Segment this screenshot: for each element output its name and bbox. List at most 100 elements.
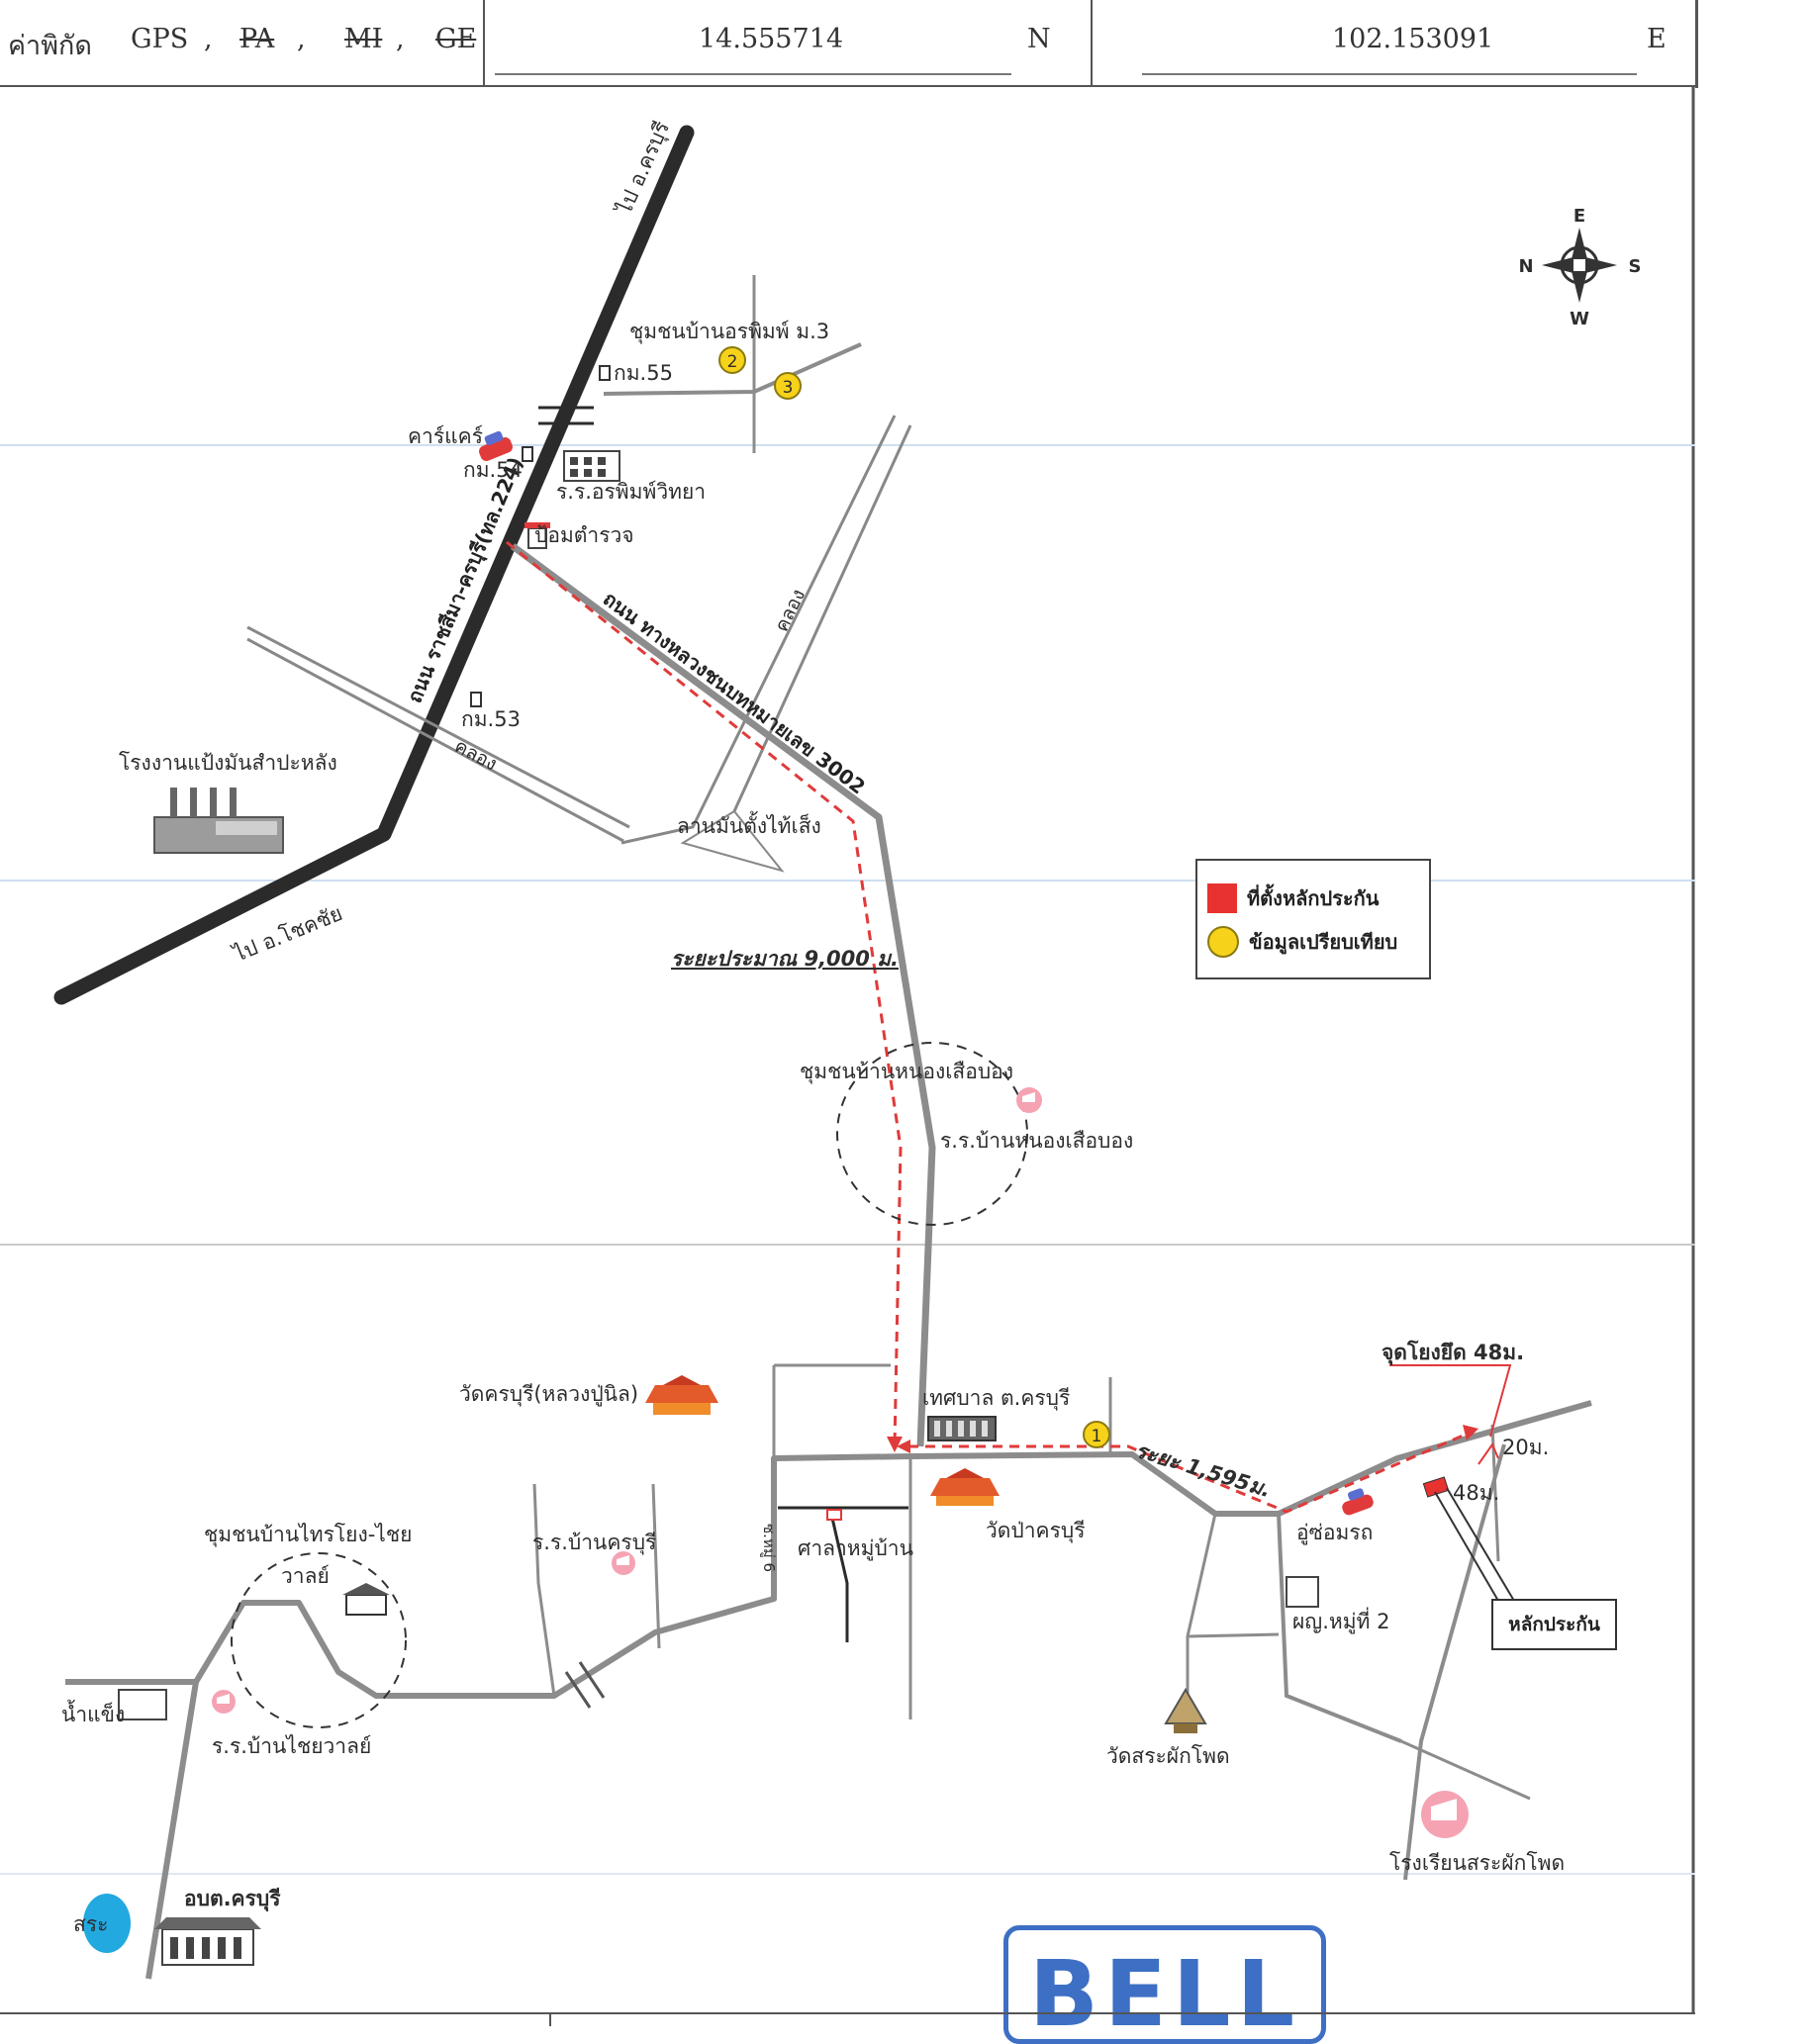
lane — [1277, 1513, 1402, 1743]
coordinate-type-cell: ค่าพิกัด GPS , PA , MI , GE — [0, 0, 485, 85]
separator: , — [204, 24, 213, 54]
school-flag-icon — [612, 1551, 635, 1575]
svg-text:2: 2 — [727, 352, 738, 372]
label-school-onphim: ร.ร.อรพิมพ์วิทยา — [556, 480, 706, 504]
callout-leader — [1446, 1487, 1515, 1602]
comparison-marker-2: 2 — [718, 346, 746, 374]
sala-lane — [829, 1513, 849, 1642]
location-map: 1 2 3 E W N S ไป อ.ครบุรี ไป อ.โชคชัย ถน… — [0, 87, 1695, 2012]
ge-option-struck: GE — [435, 24, 477, 54]
lane — [1187, 1632, 1280, 1638]
lane-collateral — [1403, 1443, 1506, 1881]
road-khonburi-west — [65, 1453, 911, 1699]
latitude-value: 14.555714 — [699, 24, 844, 54]
canal-diagonal-1 — [620, 415, 897, 845]
latitude-direction: N — [1027, 24, 1051, 54]
municipality-building-icon — [927, 1416, 997, 1441]
route-dashed — [506, 540, 903, 1447]
lane — [1400, 1739, 1531, 1801]
km-post-icon — [522, 446, 533, 462]
label-20m: 20ม. — [1502, 1436, 1549, 1459]
temple-icon — [930, 1468, 1000, 1506]
separator: , — [297, 24, 306, 54]
label-ice: น้ำแข็ง — [61, 1700, 125, 1726]
coordinate-label: ค่าพิกัด — [8, 31, 92, 61]
label-community-saiyo: ชุมชนบ้านไทรโยง-ไชย — [204, 1523, 412, 1547]
school-flag-icon — [1016, 1087, 1042, 1113]
temple-icon — [645, 1375, 718, 1415]
school-flag-icon — [1421, 1791, 1469, 1838]
route-arrow — [887, 1437, 903, 1452]
bottom-frame-line — [0, 2012, 1695, 2014]
pond-icon — [83, 1894, 131, 1953]
car-icon — [479, 430, 513, 461]
label-distance-9000: ระยะประมาณ 9,000 ม. — [671, 947, 899, 971]
separator: , — [396, 24, 405, 54]
canal-left-2 — [246, 637, 624, 843]
mi-option-struck: MI — [344, 24, 383, 54]
route-arrow — [897, 1440, 910, 1453]
label-carcare: คาร์แคร์ — [408, 424, 483, 448]
house-icon — [342, 1583, 390, 1616]
community-circle-nongsuea — [836, 1042, 1028, 1226]
km-post-icon — [470, 692, 482, 707]
comparison-swatch — [1207, 926, 1239, 958]
label-factory: โรงงานแป้งมันสำปะหลัง — [119, 751, 337, 775]
compass-s: S — [1629, 256, 1642, 277]
legend-label-collateral: ที่ตั้งหลักประกัน — [1247, 886, 1380, 910]
label-wat-pa: วัดป่าครบุรี — [986, 1519, 1086, 1543]
ice-shop-box — [118, 1689, 167, 1720]
label-km55: กม.55 — [614, 361, 673, 385]
coordinate-header: ค่าพิกัด GPS , PA , MI , GE 14.555714 N … — [0, 0, 1698, 88]
road-3002 — [510, 543, 936, 1447]
distance-marker — [1477, 1441, 1499, 1465]
label-school-chaiyawan: ร.ร.บ้านไชยวาลย์ — [212, 1734, 371, 1758]
latitude-cell: 14.555714 N — [485, 0, 1093, 85]
police-box-icon — [524, 522, 550, 549]
school-building-icon — [563, 450, 620, 482]
longitude-direction: E — [1647, 24, 1667, 54]
label-municipality: เทศบาล ต.ครบุรี — [922, 1386, 1070, 1411]
compass-rose: E W N S — [1518, 206, 1641, 329]
svg-text:1: 1 — [1092, 1427, 1102, 1446]
latitude-underline — [495, 73, 1011, 75]
lane — [651, 1483, 661, 1649]
comparison-marker-3: 3 — [774, 372, 802, 400]
svg-text:3: 3 — [783, 378, 794, 398]
km-post-icon — [599, 365, 611, 381]
link-point-leader — [1389, 1364, 1512, 1438]
gps-option: GPS — [131, 24, 189, 54]
collateral-marker — [1422, 1476, 1450, 1498]
label-pond: สระ — [73, 1912, 108, 1936]
label-link-point: จุดโยงยึด 48ม. — [1382, 1340, 1524, 1366]
village-head-box — [1286, 1576, 1319, 1608]
temple-icon — [1164, 1688, 1207, 1733]
label-police: ป้อมตำรวจ — [534, 523, 634, 547]
label-wat-saphak: วัดสระผักโพด — [1106, 1744, 1230, 1768]
label-sala: ศาลาหมู่บ้าน — [798, 1536, 913, 1561]
label-community-onphim: ชุมชนบ้านอรพิมพ์ ม.3 — [629, 320, 829, 344]
longitude-value: 102.153091 — [1332, 24, 1494, 54]
label-cassava-yard: ลานมันตั้งไท้เส็ง — [677, 811, 821, 838]
bridge-mark — [578, 1661, 606, 1699]
label-school-khonburi: ร.ร.บ้านครบุรี — [532, 1531, 656, 1555]
label-school-saphak: โรงเรียนสระผักโพด — [1389, 1851, 1565, 1875]
label-sao: อบต.ครบุรี — [184, 1887, 281, 1912]
highway-224 — [53, 125, 695, 1005]
compass-n: N — [1518, 256, 1533, 277]
bridge-mark — [564, 1671, 592, 1709]
comparison-marker-1: 1 — [1083, 1421, 1110, 1448]
map-legend: ที่ตั้งหลักประกัน ข้อมูลเปรียบเทียบ — [1195, 859, 1431, 979]
legend-label-comparison: ข้อมูลเปรียบเทียบ — [1249, 930, 1398, 954]
label-school-nongsuea: ร.ร.บ้านหนองเสือบอง — [940, 1129, 1133, 1153]
label-km54: กม.54 — [463, 458, 523, 482]
bottom-frame-divider — [549, 2012, 551, 2026]
longitude-underline — [1142, 73, 1637, 75]
collateral-swatch — [1207, 883, 1237, 913]
label-community-saiyo-line2: วาลย์ — [281, 1564, 330, 1588]
route-dashed-east — [908, 1429, 1476, 1514]
compass-e: E — [1573, 206, 1585, 227]
callout-leader — [1434, 1491, 1499, 1602]
longitude-cell: 102.153091 E — [1093, 0, 1695, 85]
label-soi6: ซ.หมู่ 6 — [760, 1524, 778, 1572]
